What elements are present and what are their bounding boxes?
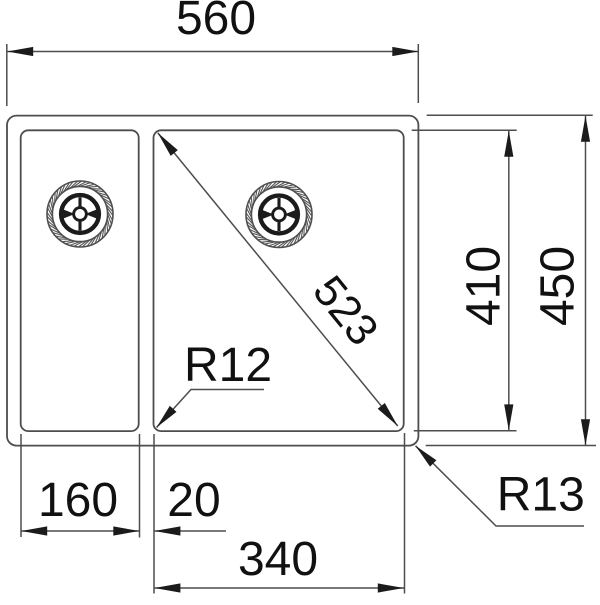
svg-text:160: 160: [38, 474, 118, 527]
svg-text:450: 450: [532, 246, 585, 326]
svg-text:20: 20: [167, 474, 220, 527]
svg-text:410: 410: [458, 246, 511, 326]
svg-text:R12: R12: [184, 339, 272, 392]
svg-text:R13: R13: [497, 468, 585, 521]
svg-text:560: 560: [176, 0, 256, 45]
svg-text:340: 340: [238, 533, 318, 586]
